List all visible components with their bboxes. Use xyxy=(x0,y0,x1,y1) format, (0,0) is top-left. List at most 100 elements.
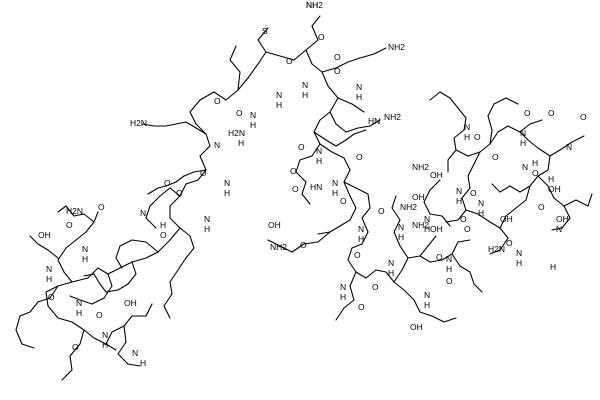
bond-line xyxy=(37,297,51,303)
atom-label: N xyxy=(516,248,522,258)
bond-line xyxy=(145,217,157,229)
bond-line xyxy=(349,195,357,209)
atom-label: O xyxy=(446,276,453,286)
bond-line xyxy=(571,135,585,143)
bond-line xyxy=(393,269,403,283)
bond-line xyxy=(335,307,345,321)
bond-line xyxy=(361,231,369,245)
atom-label: HN xyxy=(368,116,380,126)
bond-line xyxy=(575,199,589,207)
bond-line xyxy=(419,255,431,263)
bond-line xyxy=(441,215,451,227)
bond-line xyxy=(313,131,321,145)
atom-label: O xyxy=(372,282,379,292)
bond-line xyxy=(195,123,207,135)
bond-line xyxy=(337,97,353,105)
bond-line xyxy=(375,269,387,273)
bond-line xyxy=(347,57,361,63)
bond-line xyxy=(47,305,59,319)
bond-line xyxy=(441,253,453,261)
bond-line xyxy=(91,297,105,305)
bond-line xyxy=(319,143,333,153)
bond-line xyxy=(355,271,367,279)
bond-line xyxy=(93,273,101,285)
bond-line xyxy=(487,115,493,131)
bond-line xyxy=(57,259,65,273)
atom-label: OH xyxy=(38,230,51,240)
atom-label: O xyxy=(470,188,477,198)
bond-line xyxy=(99,283,107,293)
bond-line xyxy=(499,227,509,239)
bond-line xyxy=(529,119,543,125)
bond-line xyxy=(93,337,107,345)
bond-line xyxy=(431,315,445,323)
atom-label: H xyxy=(238,138,244,148)
bond-line xyxy=(429,179,441,191)
bond-line xyxy=(459,265,471,273)
bond-line xyxy=(347,259,357,273)
bond-line xyxy=(553,197,565,207)
bond-line xyxy=(111,325,125,333)
atom-label: O xyxy=(356,152,363,162)
atom-label: O xyxy=(474,132,481,142)
bond-line xyxy=(519,131,529,141)
atom-label: H xyxy=(456,196,462,206)
bond-line xyxy=(525,185,531,201)
bond-line xyxy=(537,147,551,157)
bond-line xyxy=(131,257,147,263)
bond-line xyxy=(499,215,507,229)
bond-line xyxy=(399,245,409,259)
bond-line xyxy=(115,257,123,269)
atom-label: N xyxy=(388,258,394,268)
bond-line xyxy=(267,239,281,247)
bond-line xyxy=(469,271,475,285)
bond-line xyxy=(189,235,195,249)
bond-line xyxy=(237,71,241,91)
bond-line xyxy=(157,239,171,253)
bond-line xyxy=(15,329,23,345)
bond-line xyxy=(127,273,137,285)
bond-line xyxy=(311,63,323,73)
bond-line xyxy=(105,331,113,345)
atom-label: O xyxy=(492,152,499,162)
atom-label: H xyxy=(424,300,430,310)
bond-line xyxy=(473,151,481,165)
bond-line xyxy=(195,127,207,135)
bond-line xyxy=(491,183,501,193)
bond-line xyxy=(419,245,429,257)
bond-line xyxy=(447,149,457,161)
bond-line xyxy=(401,257,409,271)
bond-line xyxy=(335,123,347,133)
atom-label: N xyxy=(356,82,362,92)
atom-label: O xyxy=(214,96,221,106)
bond-line xyxy=(479,143,491,153)
atom-label: O xyxy=(318,32,325,42)
atom-label: O xyxy=(340,196,347,206)
atom-label: NH2 xyxy=(400,202,417,212)
bond-line xyxy=(115,245,121,259)
bond-line xyxy=(45,291,49,307)
bond-line xyxy=(427,235,437,247)
bond-line xyxy=(75,231,87,241)
bond-line xyxy=(83,273,95,277)
atom-label: O xyxy=(334,52,341,62)
bond-line xyxy=(527,139,539,149)
bond-line xyxy=(71,321,85,331)
bond-line xyxy=(349,271,357,287)
atom-label: H xyxy=(356,92,362,102)
bond-line xyxy=(175,121,187,125)
bond-line xyxy=(149,195,161,207)
bond-line xyxy=(97,267,109,275)
bond-line xyxy=(361,207,371,219)
bond-line xyxy=(199,145,211,157)
bond-line xyxy=(457,209,467,221)
bond-line xyxy=(229,45,237,61)
atom-label: O xyxy=(300,240,307,250)
atom-label: O xyxy=(286,56,293,66)
bond-line xyxy=(489,221,501,229)
bond-line xyxy=(587,193,593,207)
bond-line xyxy=(279,55,295,61)
bond-line xyxy=(343,181,351,197)
bond-line xyxy=(357,125,371,129)
bond-line xyxy=(331,151,345,159)
